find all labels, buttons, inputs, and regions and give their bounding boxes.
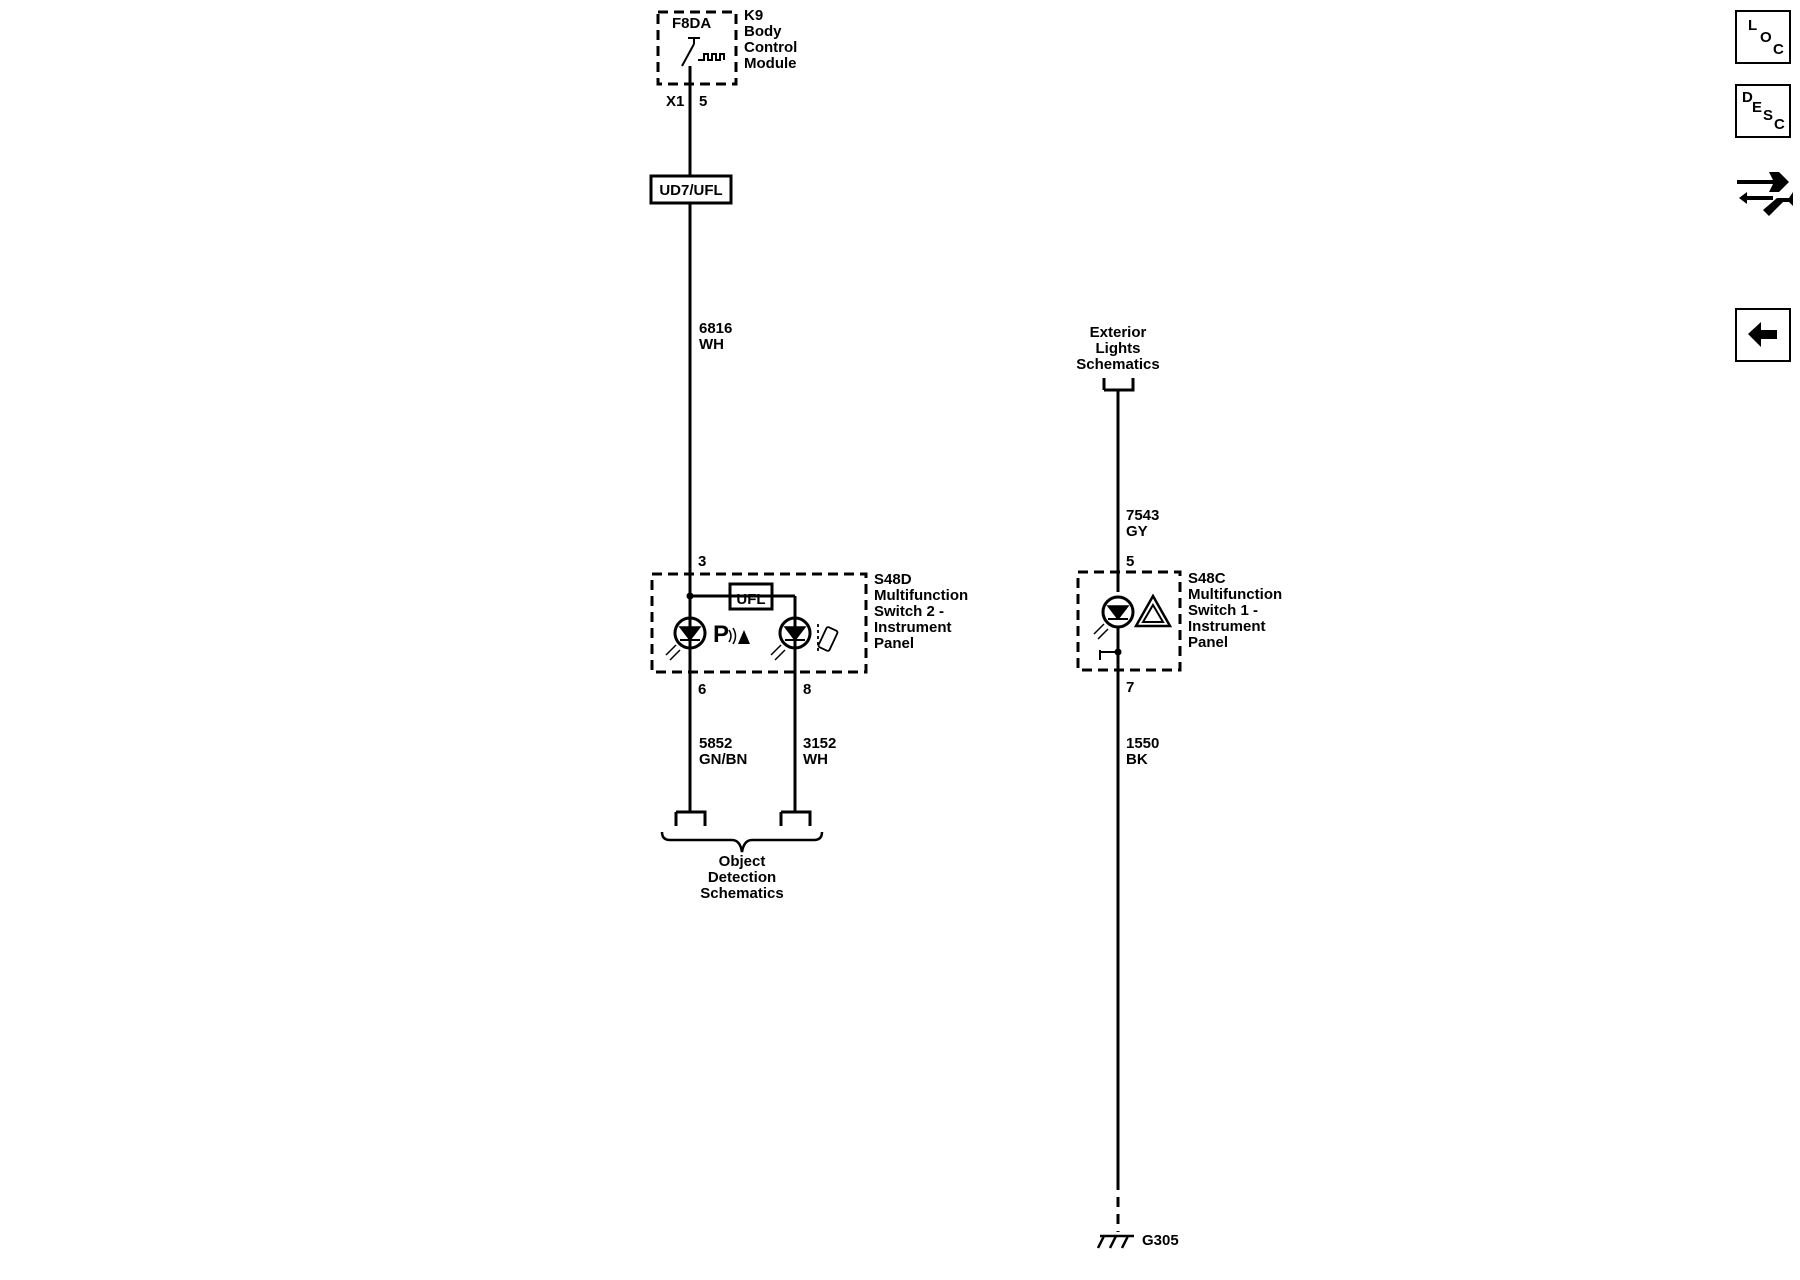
description-letter: E (1752, 99, 1763, 116)
switch-name-line: Multifunction (874, 587, 968, 604)
location-letter: O (1760, 29, 1772, 46)
wire-color-label: WH (699, 336, 724, 353)
module-ref-label: K9 (744, 7, 763, 24)
module-name-line: Body (744, 23, 782, 40)
exterior-lights-label: Exterior (1090, 324, 1147, 341)
object-detection-label: Object (719, 853, 766, 870)
s48d-box (650, 572, 868, 674)
switch-ref-label: S48D (874, 571, 912, 588)
connector-wrench-icon (1737, 172, 1793, 216)
wire-color-label: GN/BN (699, 751, 747, 768)
remote-start-icon (817, 624, 839, 654)
led-indicator-icon (778, 616, 812, 650)
description-letter: S (1763, 107, 1774, 124)
led-indicator-icon (673, 616, 707, 650)
circuit-number-label: 1550 (1126, 735, 1159, 752)
object-detection-label: Detection (708, 869, 776, 886)
s48c-box (1076, 570, 1182, 672)
connector-cap (1102, 378, 1135, 392)
switch-name-line: Panel (1188, 634, 1228, 651)
option-block-label: UD7/UFL (659, 182, 722, 199)
object-detection-label: Schematics (700, 885, 783, 902)
connector-cap (779, 810, 812, 826)
exterior-lights-label: Schematics (1076, 356, 1159, 373)
circuit-number-label: 7543 (1126, 507, 1159, 524)
back-arrow-icon (1748, 322, 1777, 347)
wire-color-label: GY (1126, 523, 1148, 540)
connector-label: X1 (666, 93, 684, 110)
ground-ref-label: G305 (1142, 1232, 1179, 1249)
k9-module-box (656, 10, 738, 86)
pin-label: 8 (803, 681, 811, 698)
pin-label: 6 (698, 681, 706, 698)
ground-icon (1096, 1234, 1134, 1249)
pin-label: 5 (1126, 553, 1134, 570)
pin-label: 5 (699, 93, 707, 110)
park-assist-cone-icon (738, 630, 750, 644)
location-letter: L (1748, 17, 1758, 34)
option-block-label: UFL (736, 591, 765, 608)
module-code-label: F8DA (672, 15, 711, 32)
exterior-lights-label: Lights (1096, 340, 1141, 357)
description-button[interactable]: D E S C (1735, 84, 1791, 138)
wire-color-label: WH (803, 751, 828, 768)
switch-name-line: Panel (874, 635, 914, 652)
module-name-line: Module (744, 55, 797, 72)
connector-info-button[interactable] (1733, 158, 1795, 220)
pin-label: 7 (1126, 679, 1134, 696)
light-rays-icon (665, 644, 786, 661)
wire-color-label: BK (1126, 751, 1148, 768)
ufl-block (728, 582, 774, 611)
switch-name-line: Instrument (1188, 618, 1266, 635)
back-button[interactable] (1735, 308, 1791, 362)
switch-ref-label: S48C (1188, 570, 1226, 587)
switch-name-line: Switch 1 - (1188, 602, 1258, 619)
switch-name-line: Instrument (874, 619, 952, 636)
object-detection-brace (660, 831, 824, 853)
location-button[interactable]: L O C (1735, 10, 1791, 64)
pin-label: 3 (698, 553, 706, 570)
description-letter: C (1774, 116, 1785, 133)
location-letter: C (1773, 41, 1784, 58)
switch-name-line: Switch 2 - (874, 603, 944, 620)
description-letter: D (1742, 89, 1753, 106)
circuit-number-label: 6816 (699, 320, 732, 337)
switch-name-line: Multifunction (1188, 586, 1282, 603)
k9-switch-icon (681, 37, 725, 67)
park-assist-icon: P (713, 621, 729, 648)
connector-cap (674, 810, 707, 826)
hazard-icon (1133, 593, 1173, 628)
circuit-number-label: 5852 (699, 735, 732, 752)
module-name-line: Control (744, 39, 797, 56)
circuit-number-label: 3152 (803, 735, 836, 752)
